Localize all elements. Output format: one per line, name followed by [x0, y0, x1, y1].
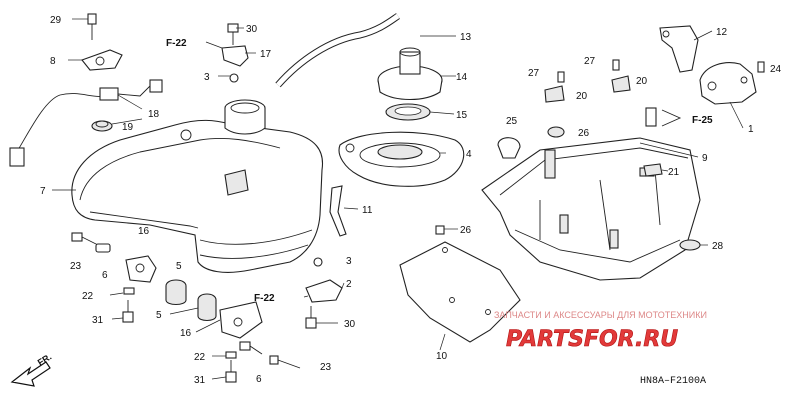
callout-30: 30 — [246, 24, 258, 35]
callout-14: 14 — [456, 72, 468, 83]
mount-bracket — [81, 13, 123, 71]
callout-31-top: 31 — [92, 315, 104, 326]
callout-11: 11 — [362, 205, 373, 216]
fastener-clip — [645, 107, 682, 127]
washer-bolt — [122, 287, 237, 383]
watermark-logo: PARTSFOR.RU — [506, 327, 678, 352]
fuel-sender-harness — [9, 79, 163, 167]
callout-31-lower: 31 — [194, 375, 206, 386]
rubber-grommet — [544, 59, 631, 103]
grommet — [91, 120, 113, 132]
callout-22-lower: 22 — [194, 352, 206, 363]
callout-20-mid: 20 — [576, 91, 588, 102]
callout-22-top: 22 — [82, 291, 94, 302]
callout-30-lower: 30 — [344, 319, 356, 330]
callout-28: 28 — [712, 241, 724, 252]
rubber-mount — [165, 279, 217, 322]
fuel-filler-cap — [377, 47, 443, 100]
hose-clamp-bracket — [221, 23, 249, 83]
long-bolt — [239, 341, 301, 369]
tank-mount-stay — [125, 255, 157, 283]
callout-16-lower: 16 — [180, 328, 192, 339]
watermark: ЗАПЧАСТИ И АКСЕССУАРЫ ДЛЯ МОТОТЕХНИКИ PA… — [494, 310, 707, 352]
callout-f-22-lower: F-22 — [254, 293, 275, 304]
heat-shield-plate — [399, 225, 521, 343]
callout-2: 2 — [346, 279, 352, 290]
breather-hose — [275, 13, 400, 88]
callout-4: 4 — [466, 149, 472, 160]
rubber-cap — [547, 126, 565, 138]
callout-3-lower: 3 — [346, 256, 352, 267]
callout-21: 21 — [668, 167, 680, 178]
front-direction-arrow — [10, 361, 51, 387]
callout-19: 19 — [122, 122, 134, 133]
fuel-valve — [305, 257, 343, 329]
tray-mount-bracket — [699, 61, 765, 105]
watermark-tagline: ЗАПЧАСТИ И АКСЕССУАРЫ ДЛЯ МОТОТЕХНИКИ — [494, 310, 707, 320]
callout-15: 15 — [456, 110, 468, 121]
callout-23-left: 23 — [70, 261, 82, 272]
callout-20-top: 20 — [636, 76, 648, 87]
leader-lines — [52, 18, 744, 380]
callout-27-right: 27 — [584, 56, 596, 67]
hose-clip — [497, 137, 521, 159]
callout-7: 7 — [40, 186, 46, 197]
callout-f-22-top: F-22 — [166, 38, 187, 49]
drain-cap — [679, 239, 701, 251]
wire-clip — [329, 185, 347, 237]
cap-gasket — [385, 103, 431, 121]
callout-9: 9 — [702, 153, 708, 164]
callout-6-top: 6 — [102, 270, 108, 281]
callout-26-top: 26 — [578, 128, 590, 139]
filler-neck-ring — [338, 131, 465, 187]
callout-10: 10 — [436, 351, 448, 362]
diagram-code: HN8A–F2100A — [640, 376, 706, 387]
under-tray — [481, 137, 701, 281]
callout-3: 3 — [204, 72, 210, 83]
callout-13: 13 — [460, 32, 472, 43]
callout-18: 18 — [148, 109, 160, 120]
fuel-tank — [71, 99, 324, 273]
cushion-pad — [643, 163, 663, 177]
callout-labels: 29 8 30 F-22 17 3 13 14 12 27 27 20 24 1… — [40, 15, 782, 386]
callout-24: 24 — [770, 64, 782, 75]
front-direction-label: FR. — [36, 352, 54, 368]
callout-26-bottom: 26 — [460, 225, 472, 236]
tank-mount-bolt — [71, 232, 111, 253]
callout-6-lower: 6 — [256, 374, 262, 385]
callout-27-left: 27 — [528, 68, 540, 79]
callout-29: 29 — [50, 15, 62, 26]
callout-17: 17 — [260, 49, 272, 60]
callout-25: 25 — [506, 116, 518, 127]
callout-23-lower: 23 — [320, 362, 332, 373]
rear-mount-stay — [219, 301, 263, 339]
callout-5-lower: 5 — [156, 310, 162, 321]
callout-12: 12 — [716, 27, 728, 38]
callout-8: 8 — [50, 56, 56, 67]
callout-f-25: F-25 — [692, 115, 713, 126]
upper-bracket — [659, 25, 699, 73]
callout-5-top: 5 — [176, 261, 182, 272]
callout-16-top: 16 — [138, 226, 150, 237]
callout-1: 1 — [748, 124, 754, 135]
